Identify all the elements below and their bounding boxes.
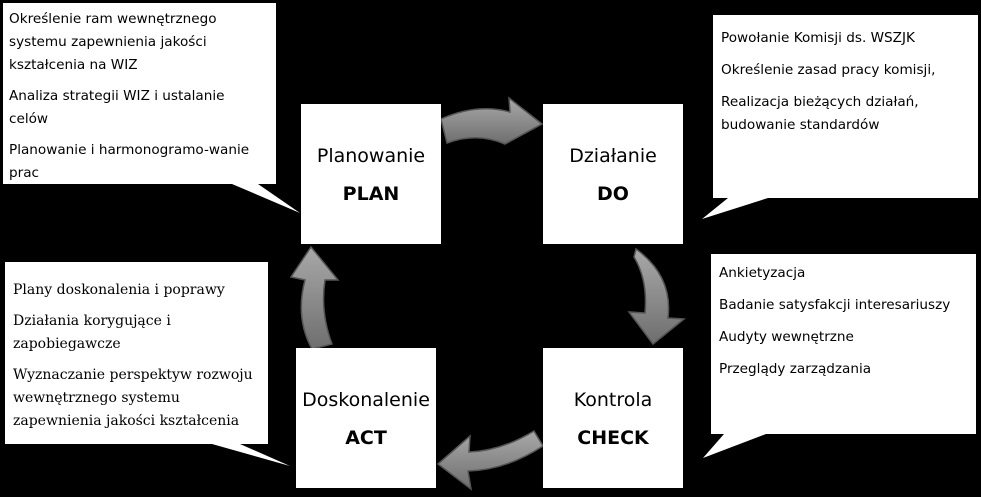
stage-act-name: Doskonalenie xyxy=(302,389,430,411)
callout-check: Ankietyzacja Badanie satysfakcji interes… xyxy=(719,262,969,390)
stage-do-box: Działanie DO xyxy=(543,104,683,244)
callout-plan: Określenie ram wewnętrznego systemu zape… xyxy=(9,8,259,193)
callout-plan-item: Planowanie i harmonogramo-wanie prac xyxy=(9,142,250,181)
arrow-do-to-check xyxy=(627,247,686,346)
callout-check-item: Audyty wewnętrzne xyxy=(719,329,854,345)
arrow-check-to-act xyxy=(436,429,545,491)
callout-do: Powołanie Komisji ds. WSZJK Określenie z… xyxy=(721,27,971,146)
callout-act-bubble xyxy=(5,262,290,466)
arrow-plan-to-do xyxy=(440,96,544,145)
callout-act: Plany doskonalenia i poprawy Działania k… xyxy=(13,279,265,441)
stage-do-name: Działanie xyxy=(569,145,657,167)
stage-act-code: ACT xyxy=(345,427,387,449)
callout-do-bubble xyxy=(702,15,978,219)
stage-check-name: Kontrola xyxy=(573,389,653,411)
callout-do-item: Realizacja bieżących działań, budowanie … xyxy=(721,94,919,133)
stage-plan-name: Planowanie xyxy=(316,145,426,167)
callout-act-item: Wyznaczanie perspektyw rozwoju wewnętrzn… xyxy=(13,367,253,429)
stage-check-box: Kontrola CHECK xyxy=(543,348,683,488)
stage-act-box: Doskonalenie ACT xyxy=(296,348,436,488)
callout-act-item: Plany doskonalenia i poprawy xyxy=(13,282,225,298)
callout-check-bubble xyxy=(703,254,976,458)
stage-do-code: DO xyxy=(597,183,629,205)
callout-act-item: Działania korygujące i zapobiegawcze xyxy=(13,313,171,352)
callout-plan-bubble xyxy=(3,3,300,213)
callout-check-item: Ankietyzacja xyxy=(719,265,806,281)
callout-check-item: Badanie satysfakcji interesariuszy xyxy=(719,297,951,313)
callout-check-item: Przeglądy zarządzania xyxy=(719,361,872,377)
callout-do-item: Powołanie Komisji ds. WSZJK xyxy=(721,30,915,46)
callout-plan-item: Analiza strategii WIZ i ustalanie celów xyxy=(9,88,225,127)
callout-plan-item: Określenie ram wewnętrznego systemu zape… xyxy=(9,11,217,73)
stage-plan-box: Planowanie PLAN xyxy=(301,104,441,244)
stage-check-code: CHECK xyxy=(577,427,649,449)
callout-do-item: Określenie zasad pracy komisji, xyxy=(721,62,936,78)
arrow-act-to-plan xyxy=(289,245,340,350)
stage-plan-code: PLAN xyxy=(342,183,400,205)
